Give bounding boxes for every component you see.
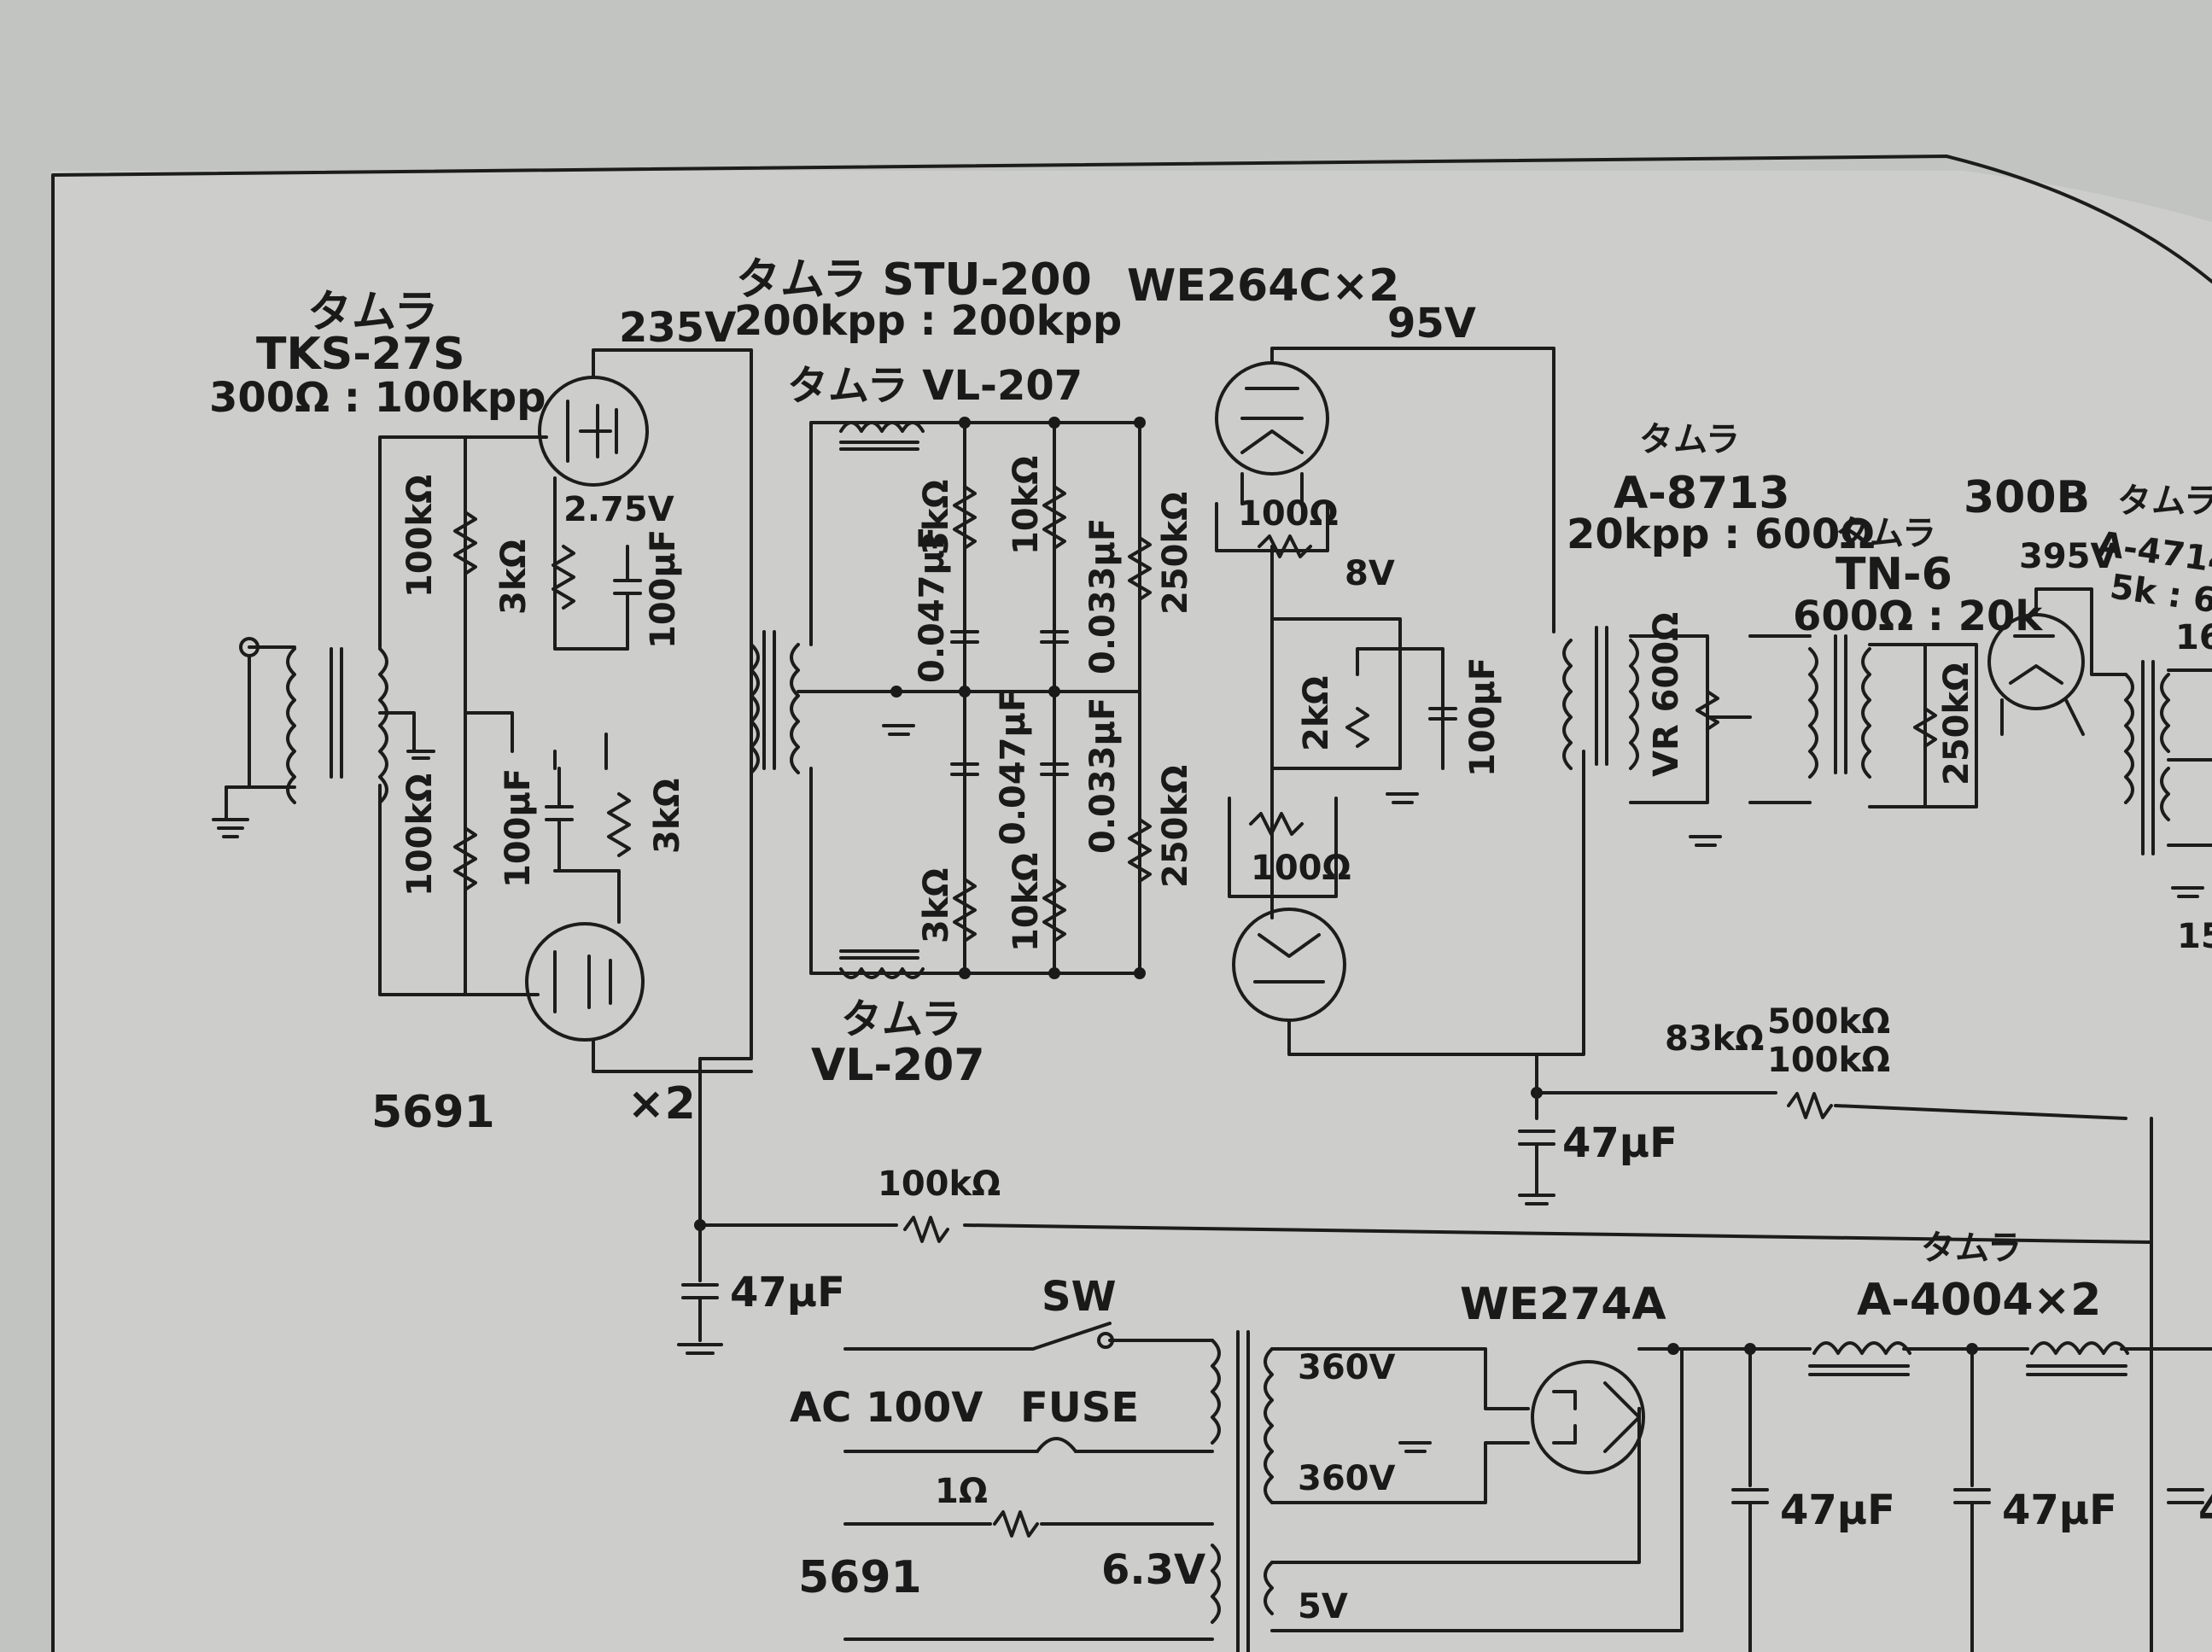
a8713-label: A-8713 <box>1614 468 1790 519</box>
res-500k: 500kΩ <box>1767 1002 1890 1042</box>
voltage-95v: 95V <box>1387 300 1476 347</box>
we264c-label: WE264C×2 <box>1127 260 1399 312</box>
cap-47-c: 47μF <box>1780 1486 1895 1534</box>
res-100-top: 100Ω <box>1238 494 1339 534</box>
switch-label: SW <box>1042 1273 1117 1321</box>
res-250k-a: 250kΩ <box>1156 492 1195 615</box>
choke-a4004 <box>1808 1341 2129 1376</box>
res-250k-b: 250kΩ <box>1156 765 1195 888</box>
bias-network <box>1270 617 1457 804</box>
tube-we264c-lower <box>1228 750 1585 1056</box>
res-100k-top: 100kΩ <box>400 475 440 598</box>
stu-ratio: 200kpp : 200kpp <box>734 297 1122 345</box>
tube-300b-label: 300B <box>1964 472 2090 523</box>
cap-100u-mid: 100μF <box>1463 657 1503 777</box>
res-3k-b: 3kΩ <box>917 868 956 943</box>
a8713-ratio: 20kpp : 600Ω <box>1567 511 1875 558</box>
tks-model: TKS-27S <box>256 329 465 380</box>
res-100-bot: 100Ω <box>1251 849 1351 888</box>
we274a-label: WE274A <box>1460 1279 1666 1330</box>
output-transformer-a4714 <box>2124 660 2212 898</box>
res-3k-top: 3kΩ <box>494 540 534 615</box>
res-10k-b: 10kΩ <box>1007 853 1046 952</box>
cap-047-a: 0.047μF <box>913 527 952 683</box>
a4714-brand: タムラ <box>2117 482 2212 521</box>
res-3k-a: 3kΩ <box>917 480 956 555</box>
tube-5691-heater: 5691 <box>798 1552 922 1603</box>
tube-300b <box>1987 587 2127 736</box>
tn6-brand: タムラ <box>1836 514 1936 553</box>
resistor-100k-bot <box>453 826 477 891</box>
out-terminal-15: 15 <box>2177 917 2212 956</box>
a8713-brand: タムラ <box>1639 420 1740 459</box>
cap-47-b: 47μF <box>730 1269 845 1316</box>
tube-5691-upper <box>538 348 753 1060</box>
stu-model: タムラ STU-200 <box>736 254 1092 306</box>
cap-033-a: 0.033μF <box>1083 518 1123 674</box>
tube-we264c-upper <box>1215 347 1555 919</box>
cap-100u-bot <box>545 767 574 873</box>
voltage-8v: 8V <box>1345 554 1395 593</box>
power-transformer <box>1211 1330 1684 1652</box>
transformer-tn6 <box>1748 634 1978 808</box>
res-1-ohm: 1Ω <box>935 1472 988 1511</box>
resistor-3k-top <box>552 545 575 610</box>
a4004-brand: タムラ <box>1921 1229 2022 1268</box>
ac-100v-label: AC 100V <box>790 1384 983 1432</box>
choke-top-label: タムラ VL-207 <box>787 362 1083 410</box>
a4004-label: A-4004×2 <box>1857 1275 2101 1326</box>
res-83k: 83kΩ <box>1665 1019 1764 1059</box>
voltage-360v-b: 360V <box>1298 1459 1395 1498</box>
res-100k-fb: 100kΩ <box>1767 1041 1890 1080</box>
choke-bot-brand: タムラ <box>841 995 962 1043</box>
tube-5691-label: 5691 <box>371 1087 495 1138</box>
tn6-ratio: 600Ω : 20k <box>1793 593 2043 640</box>
res-2k: 2kΩ <box>1297 676 1336 751</box>
cap-100u-top-label: 100μF <box>644 529 683 649</box>
cap-100u-top <box>613 545 642 651</box>
choke-bot-label: VL-207 <box>811 1040 985 1091</box>
out-terminal-16: 16 <box>2175 618 2212 657</box>
cap-100u-bot-label: 100μF <box>499 768 538 888</box>
voltage-63v: 6.3V <box>1101 1546 1205 1594</box>
fuse-label: FUSE <box>1020 1384 1139 1432</box>
voltage-395v: 395V <box>2019 537 2116 576</box>
cap-47-a: 47μF <box>1562 1119 1678 1167</box>
resistor-3k-bot <box>607 792 631 857</box>
res-10k-a: 10kΩ <box>1007 456 1046 555</box>
ground-symbol <box>212 818 249 838</box>
resistor-100k-top <box>453 511 477 575</box>
cap-047-b: 0.047μF <box>994 689 1033 845</box>
voltage-275v: 2.75V <box>563 490 674 529</box>
cap-033-b: 0.033μF <box>1083 698 1123 854</box>
voltage-360v-a: 360V <box>1298 1348 1395 1387</box>
frame-border <box>51 155 2212 1652</box>
choke-vl207-bot <box>839 949 925 979</box>
input-transformer <box>212 435 548 996</box>
multiplier-x2: ×2 <box>627 1078 696 1130</box>
cap-47-d: 47μF <box>2002 1486 2117 1534</box>
cap-47-e: 4 <box>2198 1486 2212 1534</box>
voltage-5v: 5V <box>1298 1587 1348 1626</box>
res-250k-c: 250kΩ <box>1937 663 1976 785</box>
vr-600: VR 600Ω <box>1647 612 1686 777</box>
rectifier-we274a <box>1531 1360 1645 1474</box>
tks-ratio: 300Ω : 100kpp <box>209 374 546 422</box>
voltage-235v: 235V <box>619 304 736 352</box>
transformer-a8713 <box>1562 626 1752 847</box>
interstage-transformer <box>750 421 1137 975</box>
res-100k-bot: 100kΩ <box>400 773 440 896</box>
res-3k-bot: 3kΩ <box>648 779 687 854</box>
tn6-label: TN-6 <box>1836 549 1952 600</box>
res-100k-dec: 100kΩ <box>878 1165 1001 1204</box>
choke-vl207-top <box>839 421 925 451</box>
rc-network <box>950 485 1152 943</box>
tks-brand: タムラ <box>307 287 438 338</box>
